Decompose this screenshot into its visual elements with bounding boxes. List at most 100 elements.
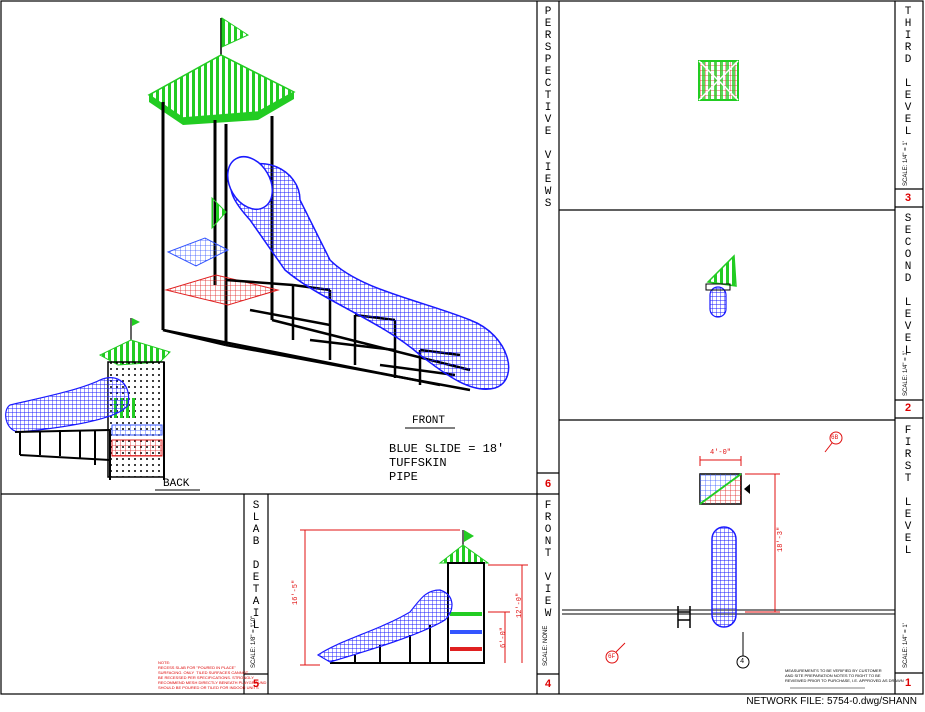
title-letter: S [544,198,552,210]
title-letter: O [904,249,912,261]
first-level-plan [562,431,895,669]
title-letter: T [252,584,260,596]
slab-note: NOTE: RECESS SLAB FOR "POURED IN PLACE" … [158,660,267,690]
title-letter: P [544,54,552,66]
perspective-back-drawing [5,318,171,480]
title-letter: T [904,473,912,485]
title-letter: E [904,309,912,321]
dim-height: 16'-5" [292,579,300,605]
title-letter: P [544,6,552,18]
title-letter: E [544,18,552,30]
title-letter: F [544,500,552,512]
title-letter: L [904,297,912,309]
title-letter: B [252,536,260,548]
title-letter: E [544,174,552,186]
callout-6f: 6F [608,653,616,660]
front-view-scale: SCALE: NONE [543,625,549,666]
title-letter: H [904,18,912,30]
title-letter: W [544,608,552,620]
dim-length: 18'-3" [777,526,785,552]
slide-label-1: BLUE SLIDE = 18' [389,442,505,456]
dim-12: 12'-0" [516,592,524,618]
title-letter [542,560,554,572]
title-letter: A [252,524,260,536]
first-level-number: 1 [904,677,912,689]
front-view-drawing [300,529,528,666]
title-letter: I [904,30,912,42]
title-letter [902,285,914,297]
title-letter: T [904,6,912,18]
title-letter: E [904,225,912,237]
back-label: BACK [163,478,190,490]
callout-6b: 6B [831,434,839,441]
title-letter: C [904,237,912,249]
perspective-front-drawing [147,17,510,392]
dim-width: 4'-0" [710,449,732,457]
title-letter: R [904,42,912,54]
slide-label-2: TUFFSKIN [389,456,447,470]
title-letter: N [544,536,552,548]
title-letter: E [904,114,912,126]
title-letter: I [252,608,260,620]
third-level-plan [698,60,739,101]
title-letter: V [544,150,552,162]
first-level-scale: SCALE: 1/4" = 1' [903,623,909,668]
title-letter: L [904,545,912,557]
slide-label-3: PIPE [389,470,418,484]
title-letter: E [544,596,552,608]
second-level-scale: SCALE: 1/4" = 1' [903,351,909,396]
dim-6: 6'-0" [500,626,508,648]
title-letter: V [904,321,912,333]
title-letter: T [544,90,552,102]
title-letter: O [544,524,552,536]
title-letter: I [544,584,552,596]
second-level-number: 2 [904,402,912,414]
title-letter [542,138,554,150]
title-letter: I [904,437,912,449]
title-letter: S [544,42,552,54]
title-letter: T [544,548,552,560]
callout-4: 4 [740,658,745,666]
title-letter: D [252,560,260,572]
title-letter: W [544,186,552,198]
title-letter: L [904,126,912,138]
title-letter: I [544,102,552,114]
title-letter: S [904,213,912,225]
title-letter: E [904,509,912,521]
title-letter: E [904,333,912,345]
title-letter: E [252,572,260,584]
title-letter: V [544,114,552,126]
title-letter: L [904,345,912,357]
slab-number: 5 [252,678,260,690]
title-letter: I [544,162,552,174]
title-letter: A [252,596,260,608]
second-level-plan [705,254,737,318]
title-letter: L [904,78,912,90]
measurement-note: MEASUREMENTS TO BE VERIFIED BY CUSTOMER … [785,668,904,683]
title-letter: C [544,78,552,90]
third-level-number: 3 [904,192,912,204]
title-letter: R [544,512,552,524]
perspective-number: 6 [544,478,552,490]
third-level-scale: SCALE: 1/4" = 1' [903,141,909,186]
title-letter: E [544,126,552,138]
title-letter: L [904,497,912,509]
front-view-number: 4 [544,678,552,690]
title-letter [902,485,914,497]
title-letter [902,66,914,78]
title-letter: V [544,572,552,584]
front-label: FRONT [412,415,446,427]
title-letter: V [904,521,912,533]
title-letter: S [904,461,912,473]
title-letter [250,548,262,560]
title-letter: F [904,425,912,437]
frame-lines [0,0,924,695]
title-letter: D [904,54,912,66]
